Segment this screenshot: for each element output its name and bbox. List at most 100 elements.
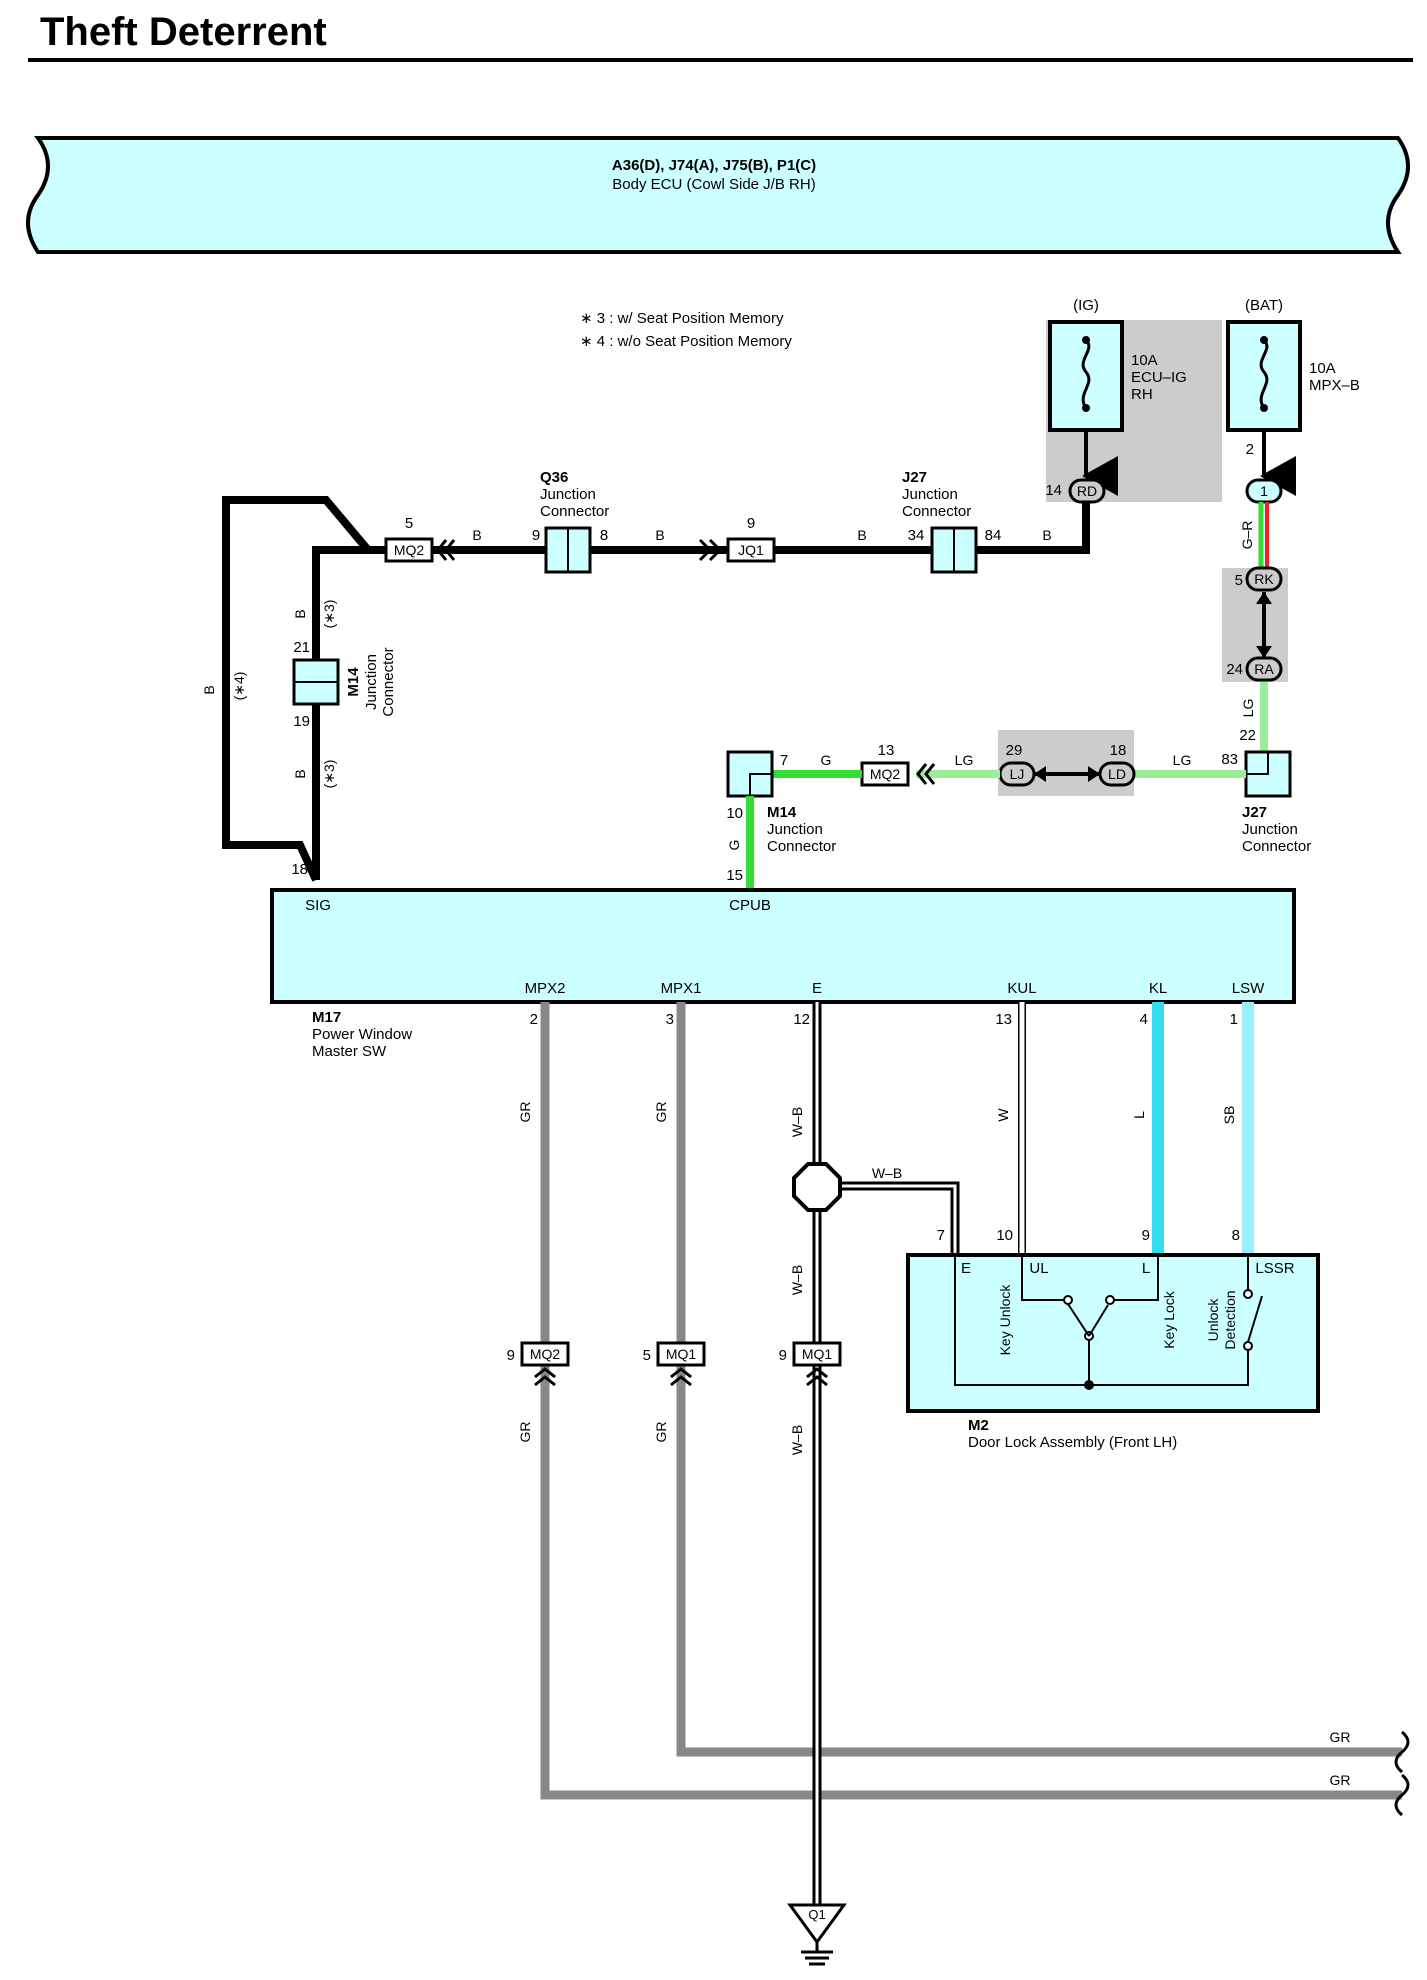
m14l-pin-bottom: 19 <box>293 713 310 730</box>
j27t-code: J27 <box>902 469 927 486</box>
m14r-pin-down: 10 <box>726 805 743 822</box>
wire-label-b-6: B <box>292 609 308 618</box>
m17-label-e: E <box>812 980 822 997</box>
wire-label-lg-1: LG <box>1240 699 1256 718</box>
mq2-top-label: MQ2 <box>394 542 425 558</box>
m17-pin-mpx2: 2 <box>530 1011 538 1028</box>
rk-label: RK <box>1254 571 1274 587</box>
m14r-line1: Junction <box>767 821 823 838</box>
jq1-pin: 9 <box>747 515 755 532</box>
ig-fuse-icon <box>1081 338 1091 409</box>
ra-terminal <box>1245 656 1283 682</box>
bat-terminal-label: 1 <box>1260 483 1268 499</box>
page-title: Theft Deterrent <box>40 10 327 54</box>
m17-pin-kul: 13 <box>995 1011 1012 1028</box>
ground-symbol <box>787 1903 847 1945</box>
wire-label-wb-2: W–B <box>789 1265 805 1295</box>
wire-gr-mpx2 <box>540 1002 1402 1800</box>
m2-label-e: E <box>961 1260 971 1277</box>
wire-label-b-2: B <box>857 527 866 543</box>
mq2-bottom-connector <box>520 1341 570 1367</box>
wire-label-b-3: B <box>655 527 664 543</box>
bat-pin: 2 <box>1246 441 1254 458</box>
m2-label-lssr: LSSR <box>1255 1260 1294 1277</box>
mq1-a-pin: 5 <box>643 1347 651 1364</box>
ig-fuse-name: ECU–IG <box>1131 369 1187 386</box>
wire-label-star3-1: (∗3) <box>321 600 337 629</box>
note-no-seat-memory: ∗ 4 : w/o Seat Position Memory <box>580 333 792 350</box>
m2-pin-l: 9 <box>1142 1227 1150 1244</box>
mq2-mid-pin: 13 <box>878 742 895 759</box>
wire-gr-mpx1 <box>676 1002 1402 1757</box>
mq1-b-pin: 9 <box>779 1347 787 1364</box>
ig-pin: 14 <box>1045 482 1062 499</box>
q36-pin-out: 8 <box>600 527 608 544</box>
ld-pin: 18 <box>1110 742 1127 759</box>
title-rule <box>28 58 1413 62</box>
wire-label-gr: G–R <box>1239 521 1255 550</box>
ground-label: Q1 <box>808 1907 825 1922</box>
wire-label-gr-6: GR <box>1330 1772 1351 1788</box>
note-seat-memory: ∗ 3 : w/ Seat Position Memory <box>580 310 784 327</box>
j27r-line1: Junction <box>1242 821 1298 838</box>
m14l-line1: Junction <box>363 654 380 710</box>
gr-end-break-1 <box>1394 1730 1410 1774</box>
wire-label-gr-5: GR <box>1330 1729 1351 1745</box>
bat-source-label: (BAT) <box>1245 297 1283 314</box>
m2-l-line <box>1114 1255 1159 1301</box>
j27t-pin-out: 84 <box>985 527 1002 544</box>
jq1-connector <box>726 537 776 563</box>
q36-code: Q36 <box>540 469 568 486</box>
m14l-code: M14 <box>345 667 362 697</box>
m17-block <box>270 888 1296 1004</box>
wire-label-w: W <box>995 1108 1011 1122</box>
lj-label: LJ <box>1010 766 1025 782</box>
bat-fuse-name: MPX–B <box>1309 377 1360 394</box>
bat-fuse-rating: 10A <box>1309 360 1336 377</box>
lj-pin: 29 <box>1006 742 1023 759</box>
j27t-line1: Junction <box>902 486 958 503</box>
m14l-pin-top: 21 <box>293 639 310 656</box>
wire-label-gr-3: GR <box>517 1422 533 1443</box>
j27t-pin-in: 34 <box>908 527 925 544</box>
wire-label-l: L <box>1131 1111 1147 1119</box>
ig-fuse-rating: 10A <box>1131 352 1158 369</box>
rk-terminal <box>1245 566 1283 592</box>
unlock-detection-switch <box>1247 1295 1263 1343</box>
m17-label-kl: KL <box>1149 980 1167 997</box>
ig-source-label: (IG) <box>1073 297 1099 314</box>
m17-label-mpx2: MPX2 <box>525 980 566 997</box>
m2-code: M2 <box>968 1417 989 1434</box>
wire-label-star4: (∗4) <box>231 672 247 701</box>
splice-point <box>792 1162 842 1212</box>
wire-label-lg-3: LG <box>955 752 974 768</box>
q36-pin-in: 9 <box>532 527 540 544</box>
ig-fuse-name-2: RH <box>1131 386 1153 403</box>
mq1-a-connector <box>656 1341 706 1367</box>
m2-name: Door Lock Assembly (Front LH) <box>968 1434 1177 1451</box>
m17-pin-lsw: 1 <box>1230 1011 1238 1028</box>
m2-block <box>906 1253 1320 1413</box>
j27r-pin-top: 22 <box>1239 727 1256 744</box>
wire-label-gr-2: GR <box>653 1102 669 1123</box>
mq2-top-pin: 5 <box>405 515 413 532</box>
m14r-pin-ecu: 15 <box>726 867 743 884</box>
body-ecu-name: Body ECU (Cowl Side J/B RH) <box>612 176 815 193</box>
wire-label-wb-3: W–B <box>789 1425 805 1455</box>
wire-label-wb-1: W–B <box>789 1107 805 1137</box>
bat-terminal <box>1245 478 1283 504</box>
m17-label-sig: SIG <box>305 897 331 914</box>
wire-label-b-5: B <box>201 685 217 694</box>
wire-b-loop-star4 <box>222 496 372 882</box>
gr-end-break-2 <box>1394 1773 1410 1817</box>
ig-terminal-label: RD <box>1077 483 1097 499</box>
wire-label-lg-2: LG <box>1173 752 1192 768</box>
rk-pin: 5 <box>1235 572 1243 589</box>
j27r-line2: Connector <box>1242 838 1311 855</box>
mq1-b-label: MQ1 <box>802 1346 833 1362</box>
m14r-code: M14 <box>767 804 797 821</box>
m17-label-cpub: CPUB <box>729 897 771 914</box>
ra-pin: 24 <box>1226 661 1243 678</box>
m2-label-l: L <box>1142 1260 1150 1277</box>
